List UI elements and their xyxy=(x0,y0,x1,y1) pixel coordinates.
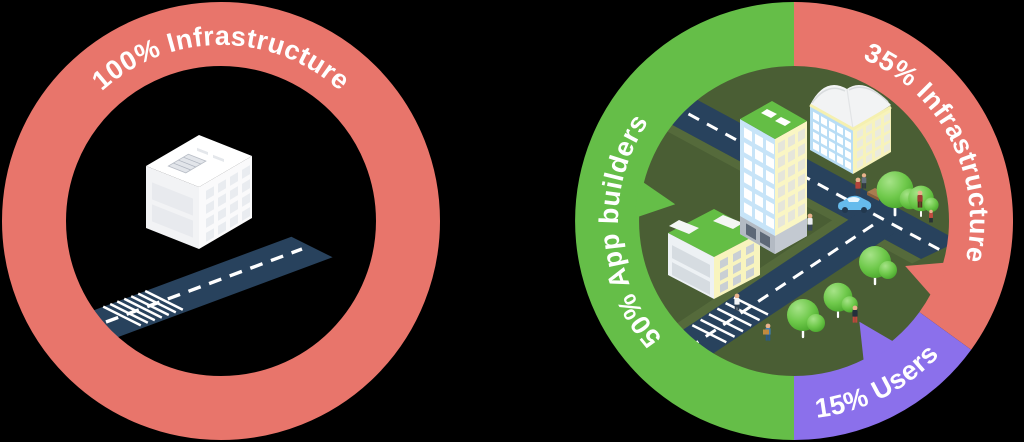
left-ring-segment-infrastructure xyxy=(2,2,440,440)
city-scene xyxy=(645,84,950,355)
crosswalk xyxy=(102,289,184,327)
person-icon xyxy=(855,177,861,195)
road xyxy=(76,236,333,338)
window-grid xyxy=(744,127,774,230)
window-bands xyxy=(672,245,710,295)
roof-vents xyxy=(197,143,232,162)
ring-segment-users xyxy=(794,312,972,440)
sidewalk xyxy=(665,210,857,336)
pointer-infrastructure xyxy=(905,262,949,299)
person-icon xyxy=(852,305,858,323)
building-icon xyxy=(146,135,252,249)
car-icon xyxy=(838,195,872,213)
window-grid xyxy=(813,111,851,170)
curved-roof-building xyxy=(809,84,892,174)
left-donut-chart: 100% Infrastructure xyxy=(2,2,440,440)
window-grid xyxy=(720,243,754,293)
person-icon xyxy=(734,293,740,311)
crosswalk xyxy=(691,296,769,344)
base-windows xyxy=(746,223,770,249)
pointer-users xyxy=(859,321,897,365)
building-window-bands xyxy=(152,182,193,238)
ring-segment-infrastructure xyxy=(794,2,1013,350)
right-donut-chart: 50% App builders 35% Infrastructure 15% … xyxy=(575,2,1013,440)
low-building xyxy=(668,209,760,299)
person-icon xyxy=(861,173,867,189)
window-grid xyxy=(778,128,805,229)
office-tower xyxy=(740,101,807,254)
person-icon xyxy=(807,213,813,231)
person-icon xyxy=(929,209,933,223)
person-icon xyxy=(763,323,771,341)
roof-panel xyxy=(167,153,207,174)
ring-segment-app-builders xyxy=(575,2,794,440)
window-grid xyxy=(857,112,890,169)
pointer-app-builders xyxy=(634,179,676,219)
left-center-scene xyxy=(76,135,333,338)
person-icon xyxy=(917,190,923,208)
building-right-face xyxy=(199,156,252,249)
building-window-grid xyxy=(206,165,250,242)
